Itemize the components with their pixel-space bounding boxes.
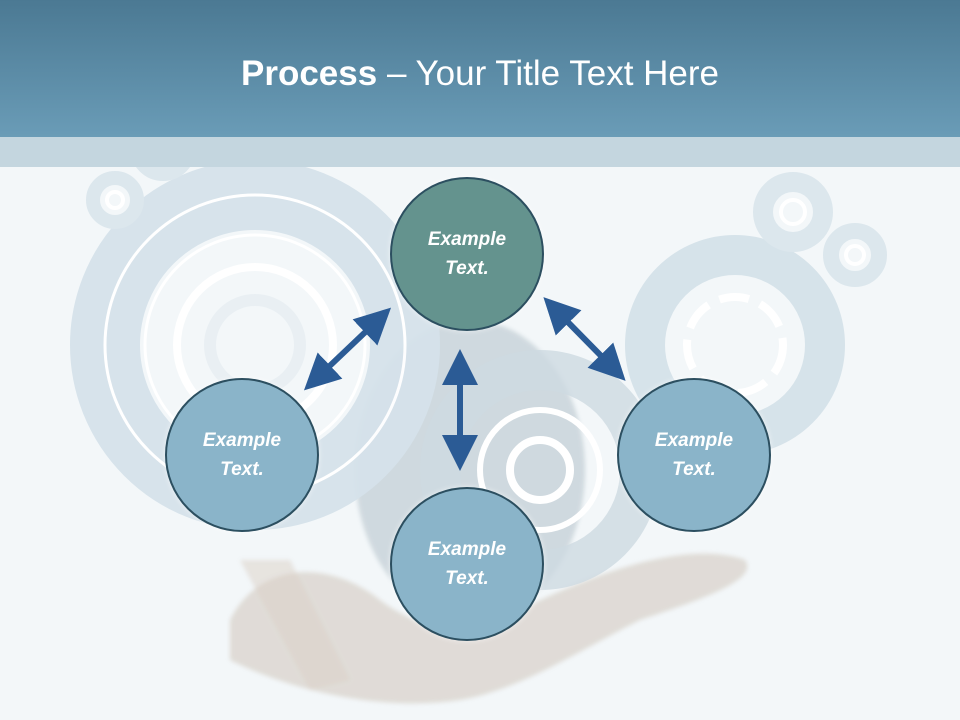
process-node-top: Example Text. — [390, 177, 544, 331]
node-left-line-1: Example — [202, 430, 282, 451]
node-left-text: Example Text. — [187, 426, 297, 484]
title-bold: Process — [241, 54, 378, 93]
process-node-bottom: Example Text. — [390, 487, 544, 641]
header-band — [0, 137, 960, 167]
node-top-text: Example Text. — [412, 225, 522, 283]
node-right-line-2: Text. — [672, 459, 716, 480]
node-right-text: Example Text. — [639, 426, 749, 484]
node-bottom-line-2: Text. — [445, 568, 489, 589]
process-node-left: Example Text. — [165, 378, 319, 532]
process-node-right: Example Text. — [617, 378, 771, 532]
node-bottom-line-1: Example — [427, 539, 507, 560]
node-top-line-1: Example — [427, 229, 507, 250]
node-left-line-2: Text. — [220, 459, 264, 480]
arrow-top-right — [543, 297, 626, 381]
title-bar — [0, 0, 960, 137]
arrow-top-left — [303, 307, 392, 391]
title-rest: – Your Title Text Here — [377, 54, 719, 93]
node-top-line-2: Text. — [445, 258, 489, 279]
slide-title: Process – Your Title Text Here — [0, 52, 960, 96]
node-bottom-text: Example Text. — [412, 535, 522, 593]
node-right-line-1: Example — [654, 430, 734, 451]
